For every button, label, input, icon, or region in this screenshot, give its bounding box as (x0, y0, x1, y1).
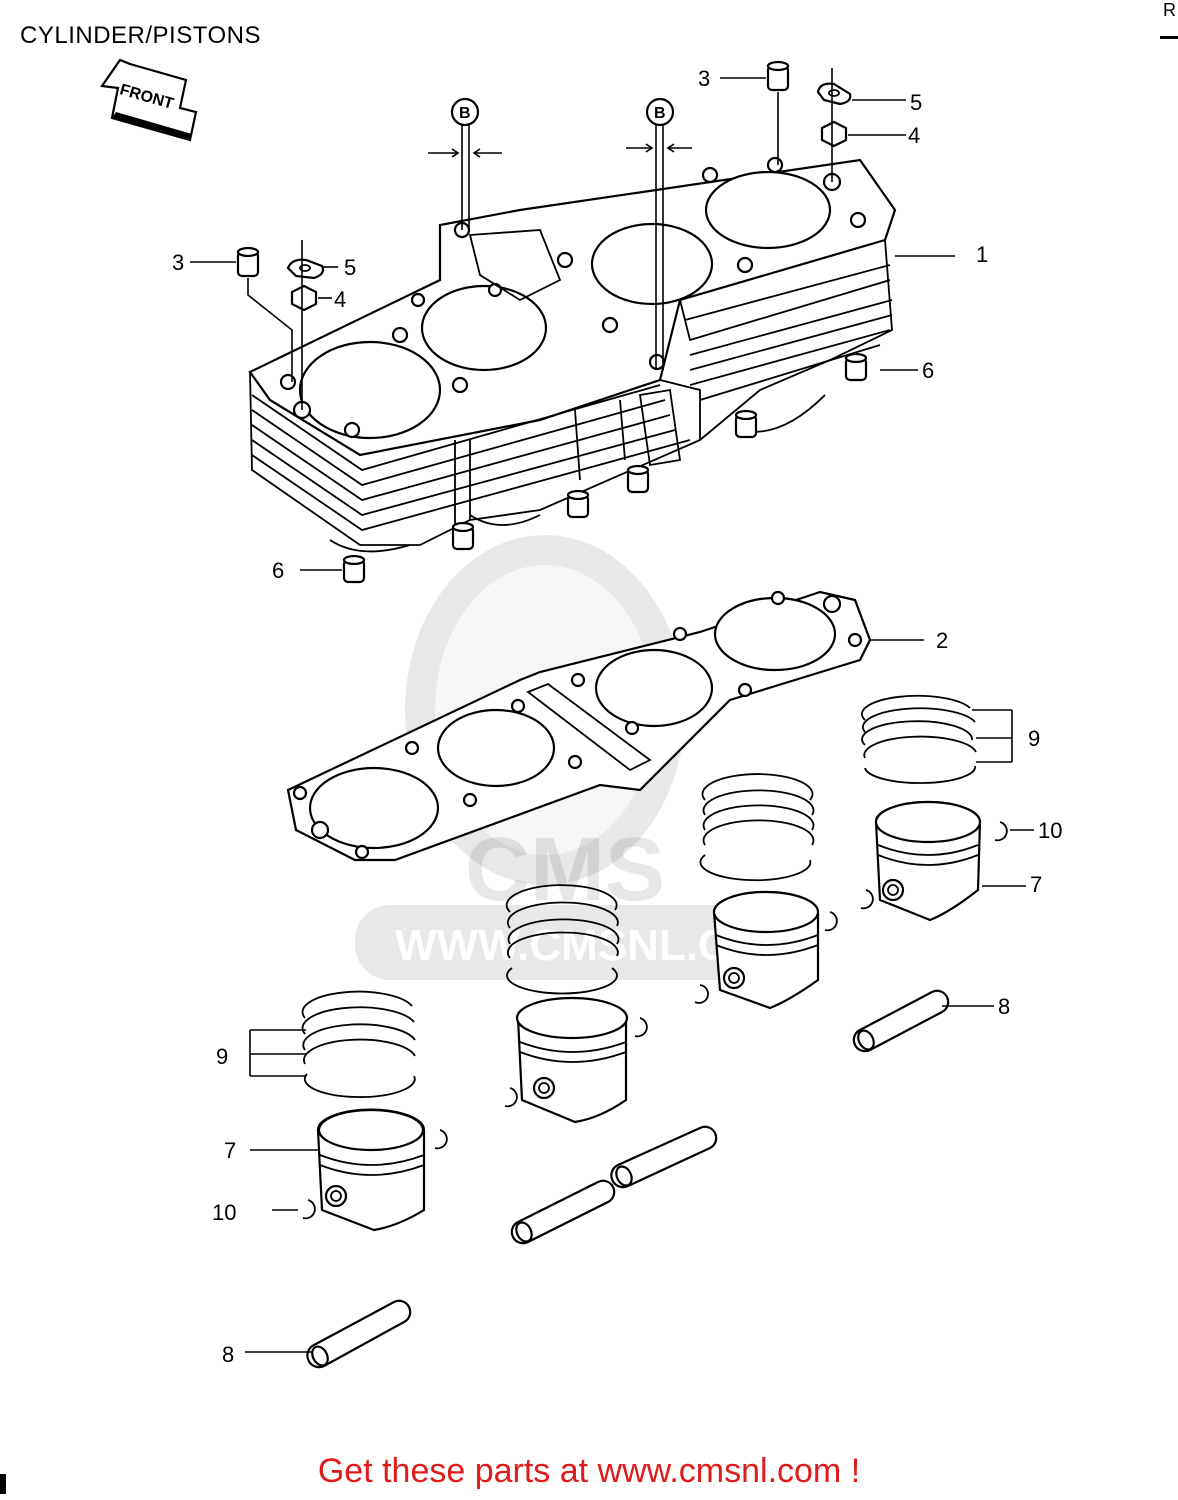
cylinder-block (248, 156, 897, 553)
callout-1: 1 (976, 242, 988, 267)
bolt-marker-b-right: B (654, 105, 666, 122)
callout-5-right: 5 (910, 90, 922, 115)
callout-9-right: 9 (1028, 726, 1040, 751)
edge-mark (0, 1474, 6, 1494)
callout-6-right: 6 (922, 358, 934, 383)
callout-5-left: 5 (344, 255, 356, 280)
callout-4-right: 4 (908, 123, 920, 148)
corner-mark: R (1163, 0, 1176, 20)
callout-2: 2 (936, 628, 948, 653)
corner-dash (1160, 36, 1178, 39)
callout-10-right: 10 (1038, 818, 1062, 843)
page-title: CYLINDER/PISTONS (20, 22, 261, 49)
callout-3-left: 3 (172, 250, 184, 275)
washers (286, 82, 852, 280)
callout-8-left: 8 (222, 1342, 234, 1367)
dowel-pins (236, 60, 868, 584)
piston-ring-set-left (249, 990, 416, 1098)
piston-ring-set-mid-left (505, 884, 620, 995)
piston-center (712, 890, 820, 1010)
leader-lines-bottom (250, 885, 1026, 1151)
callout-4-left: 4 (334, 287, 346, 312)
piston-right (874, 800, 982, 922)
front-arrow-icon: FRONT (100, 58, 198, 142)
bolt-marker-b-left: B (459, 105, 471, 122)
piston-mid-left (515, 996, 629, 1124)
piston-left (316, 1108, 426, 1232)
footer-link-text[interactable]: Get these parts at www.cmsnl.com ! (317, 1452, 861, 1490)
callout-labels: 1 2 3 3 4 4 5 5 6 6 7 7 8 8 9 9 10 10 (172, 66, 1062, 1367)
piston-ring-set-center (699, 773, 815, 882)
callout-6-left: 6 (272, 558, 284, 583)
callout-7-left: 7 (224, 1138, 236, 1163)
callout-8-right: 8 (998, 994, 1010, 1019)
piston-pins (245, 989, 994, 1369)
callout-9-left: 9 (216, 1044, 228, 1069)
callout-3-right: 3 (698, 66, 710, 91)
stud-bolt-left: B (428, 97, 502, 230)
cylinder-base-gasket (286, 590, 924, 862)
nuts (290, 120, 848, 312)
callout-7-right: 7 (1030, 872, 1042, 897)
piston-pin-clips (272, 821, 1034, 1220)
callout-10-left: 10 (212, 1200, 236, 1225)
piston-ring-set-right (861, 694, 1013, 784)
stud-bolt-right: B (626, 97, 692, 370)
leader-lines-top (190, 68, 955, 571)
